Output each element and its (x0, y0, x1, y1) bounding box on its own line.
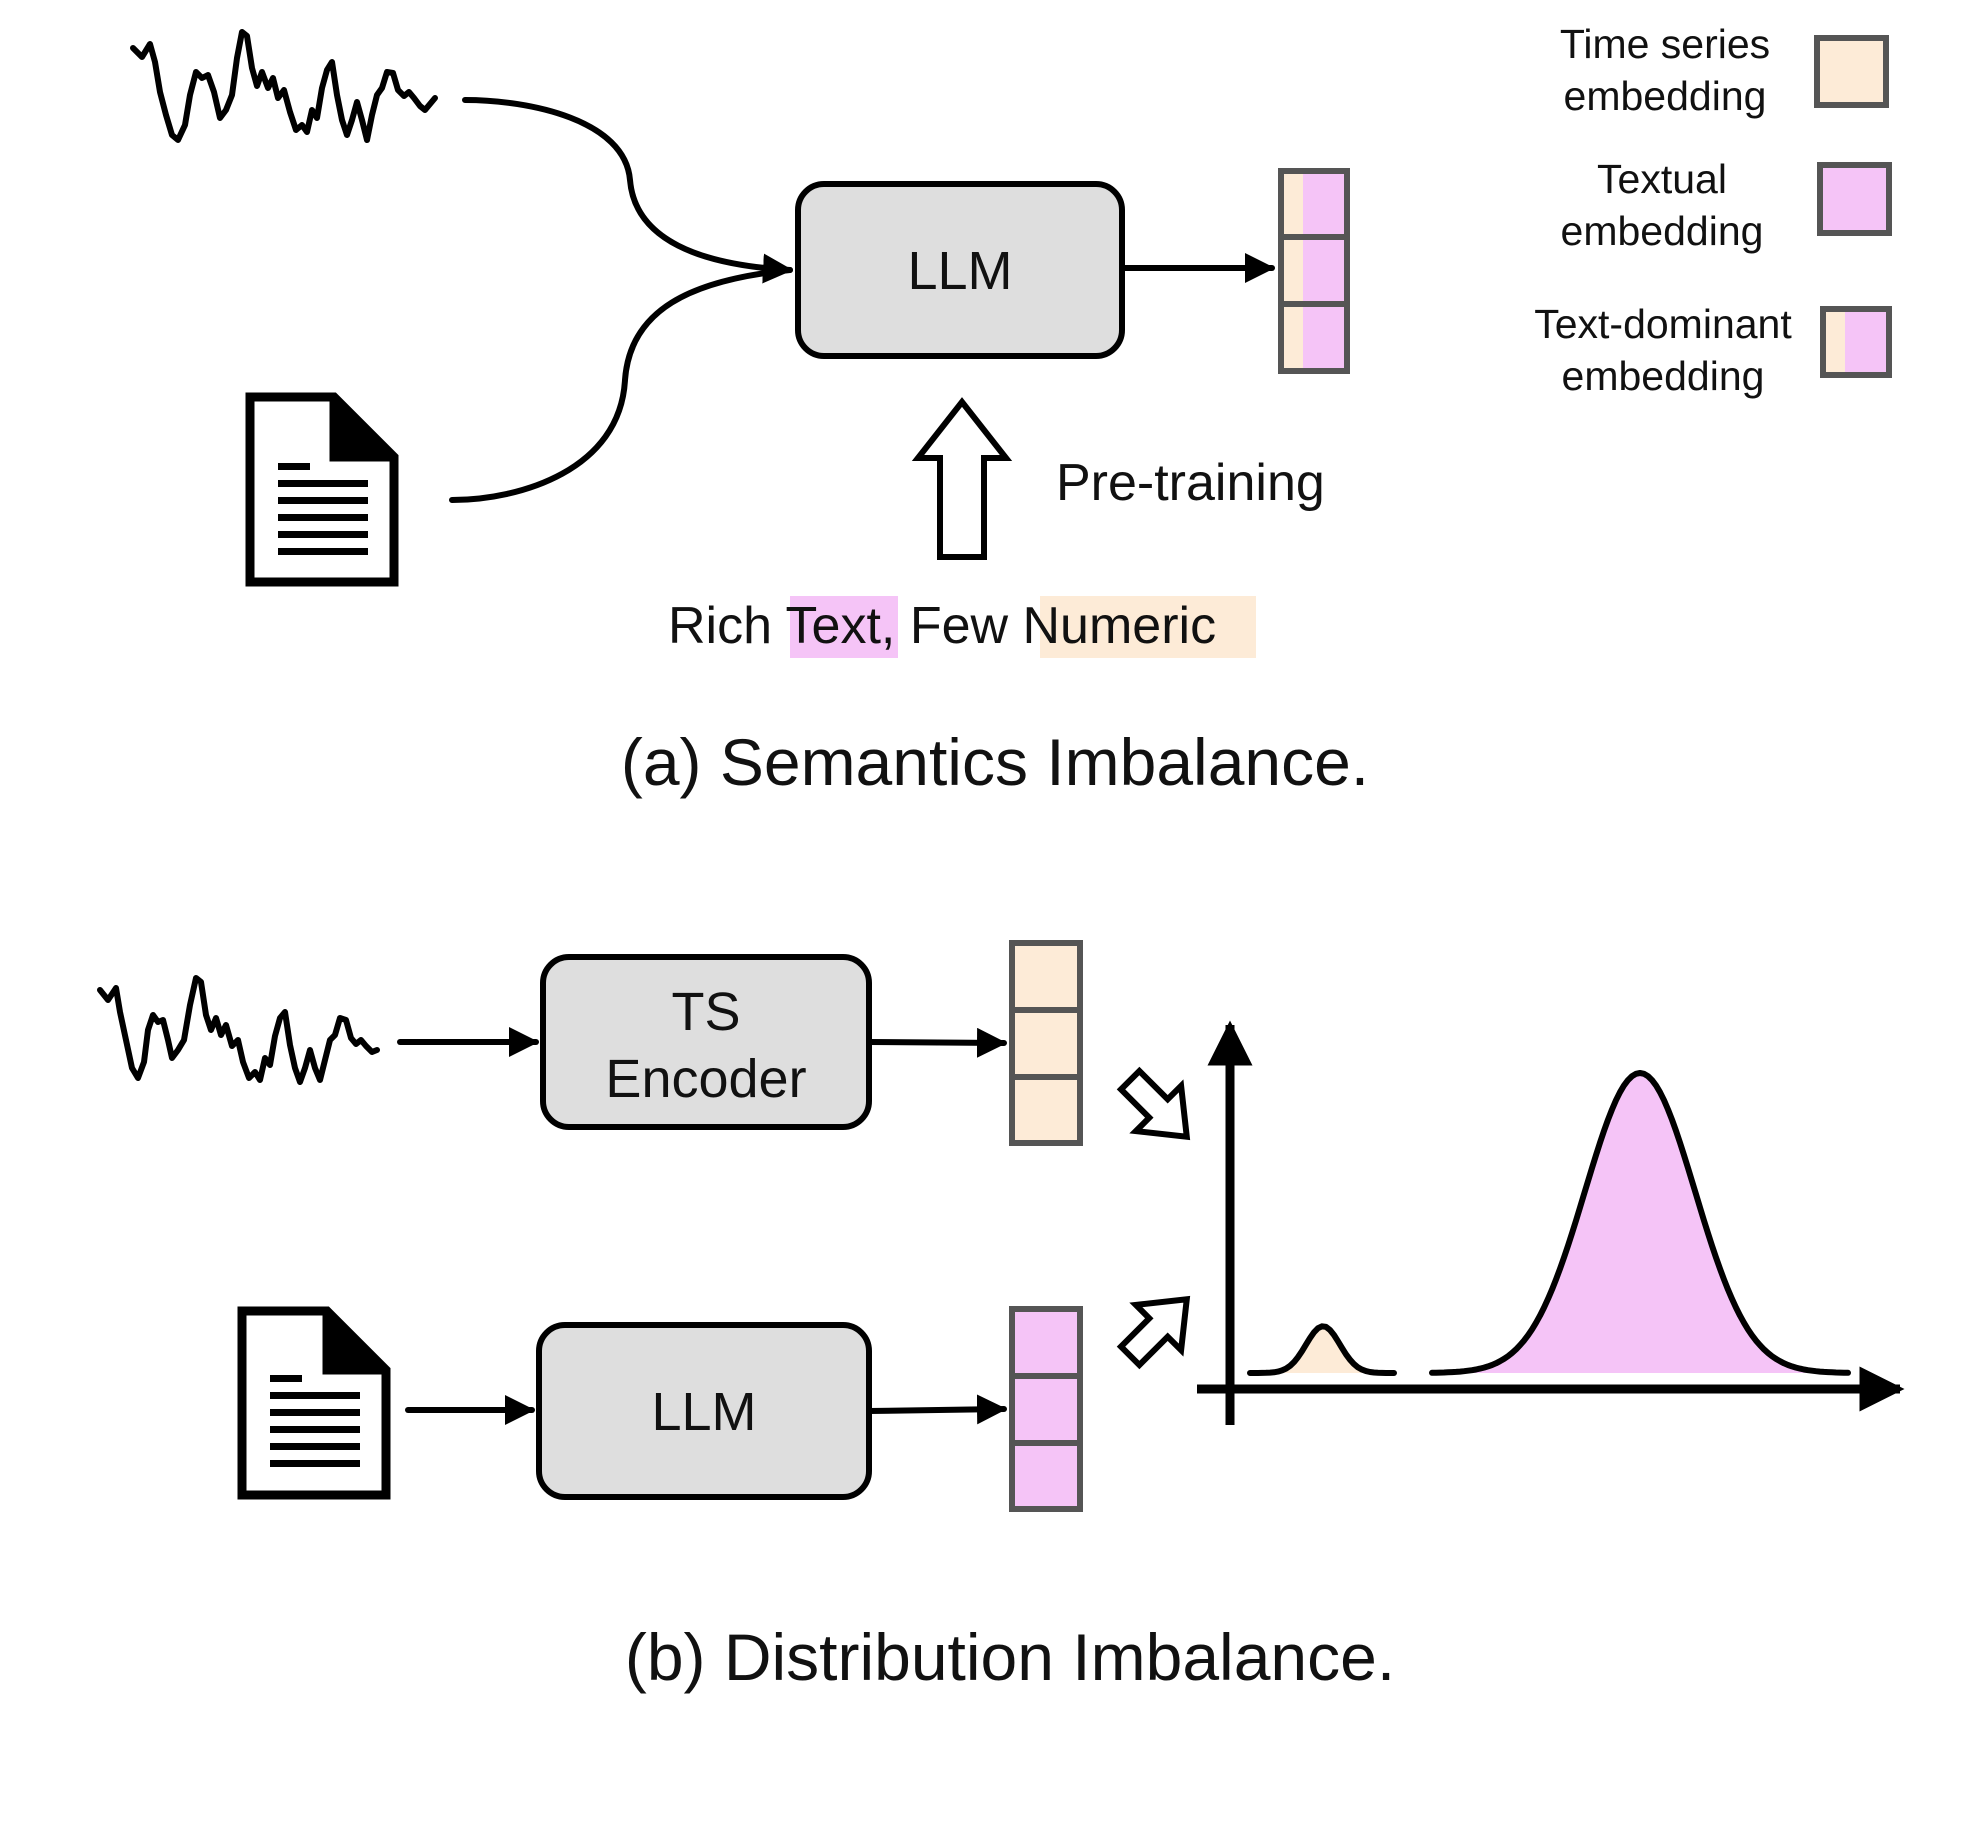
legend-td-line1: Text-dominant (1534, 301, 1792, 347)
caption-b: (b) Distribution Imbalance. (625, 1620, 1395, 1694)
textual-embedding-stack (1009, 1306, 1083, 1512)
numeric-highlight (1040, 596, 1256, 658)
legend-textual-line2: embedding (1561, 208, 1764, 254)
ts-embedding-stack (1009, 940, 1083, 1146)
legend-ts-line1: Time series (1560, 21, 1770, 67)
legend-td-line2: embedding (1562, 353, 1765, 399)
source-text: Rich Text, Few Numeric (668, 597, 1216, 655)
textual-distribution-curve (1429, 1070, 1851, 1376)
llm-label: LLM (907, 241, 1012, 301)
time-series-wave-icon (97, 975, 380, 1085)
encoder-output-arrow (866, 1027, 1007, 1058)
panel-a: LLM Pre-training Rich Text, Few Numeric … (130, 29, 1369, 799)
llm-output-arrow-b (866, 1394, 1007, 1425)
legend-textual-line1: Textual (1597, 156, 1727, 202)
text-highlight (790, 596, 898, 658)
legend-ts-swatch (1814, 35, 1889, 108)
hollow-arrow-icon (1116, 1295, 1191, 1370)
document-icon (237, 1306, 391, 1500)
text-dominant-embedding-stack (1278, 168, 1350, 374)
legend-textual-swatch (1817, 162, 1892, 236)
ts-distribution-curve (1247, 1323, 1397, 1376)
llm-label-b: LLM (651, 1382, 756, 1442)
doc-to-llm-curve (449, 267, 793, 503)
caption-a: (a) Semantics Imbalance. (621, 725, 1369, 799)
distribution-plot (1197, 1020, 1905, 1425)
panel-b: TS Encoder LLM (97, 940, 1905, 1694)
ts-distribution-fill (1250, 1326, 1394, 1373)
hollow-arrow-icon (911, 397, 1013, 560)
ts-to-llm-curve (462, 97, 793, 284)
ts-encoder-label-line2: Encoder (605, 1049, 806, 1109)
textual-distribution-fill (1432, 1073, 1848, 1373)
hollow-arrow-icon (1116, 1066, 1191, 1141)
legend: Time series embedding Textual embedding … (1534, 21, 1892, 399)
time-series-wave-icon (130, 29, 438, 143)
document-icon (245, 392, 399, 587)
pretraining-label: Pre-training (1056, 454, 1325, 512)
legend-ts-line2: embedding (1564, 73, 1767, 119)
ts-encoder-label-line1: TS (671, 982, 740, 1042)
legend-td-swatch (1820, 306, 1892, 378)
